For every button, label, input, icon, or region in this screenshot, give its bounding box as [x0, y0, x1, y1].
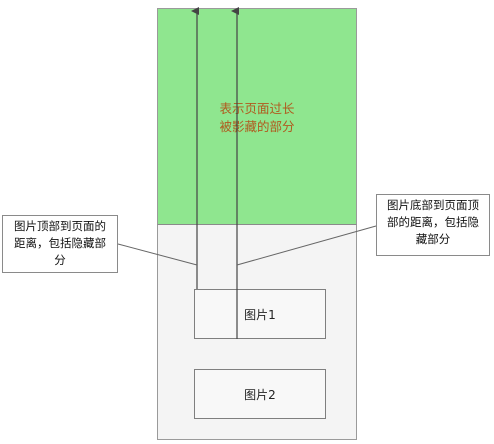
callout-image-top-distance: 图片顶部到页面的 距离，包括隐藏部 分	[2, 215, 118, 273]
hidden-area-label: 表示页面过长 被影藏的部分	[157, 100, 357, 136]
image-2-box: 图片2	[194, 369, 326, 419]
callout-right-line-3: 藏部分	[415, 232, 451, 246]
callout-image-bottom-distance: 图片底部到页面顶 部的距离，包括隐 藏部分	[376, 194, 490, 256]
image-2-label: 图片2	[244, 387, 276, 402]
callout-left-line-1: 图片顶部到页面的	[14, 219, 106, 233]
hidden-area-label-line-2: 被影藏的部分	[219, 119, 295, 134]
hidden-page-area	[157, 8, 357, 225]
callout-left-line-2: 距离，包括隐藏部	[14, 236, 106, 250]
callout-right-line-2: 部的距离，包括隐	[387, 215, 479, 229]
callout-left-line-3: 分	[54, 253, 66, 267]
image-1-label: 图片1	[244, 307, 276, 322]
image-1-box: 图片1	[194, 289, 326, 339]
hidden-area-label-line-1: 表示页面过长	[219, 101, 295, 116]
callout-right-line-1: 图片底部到页面顶	[387, 198, 479, 212]
